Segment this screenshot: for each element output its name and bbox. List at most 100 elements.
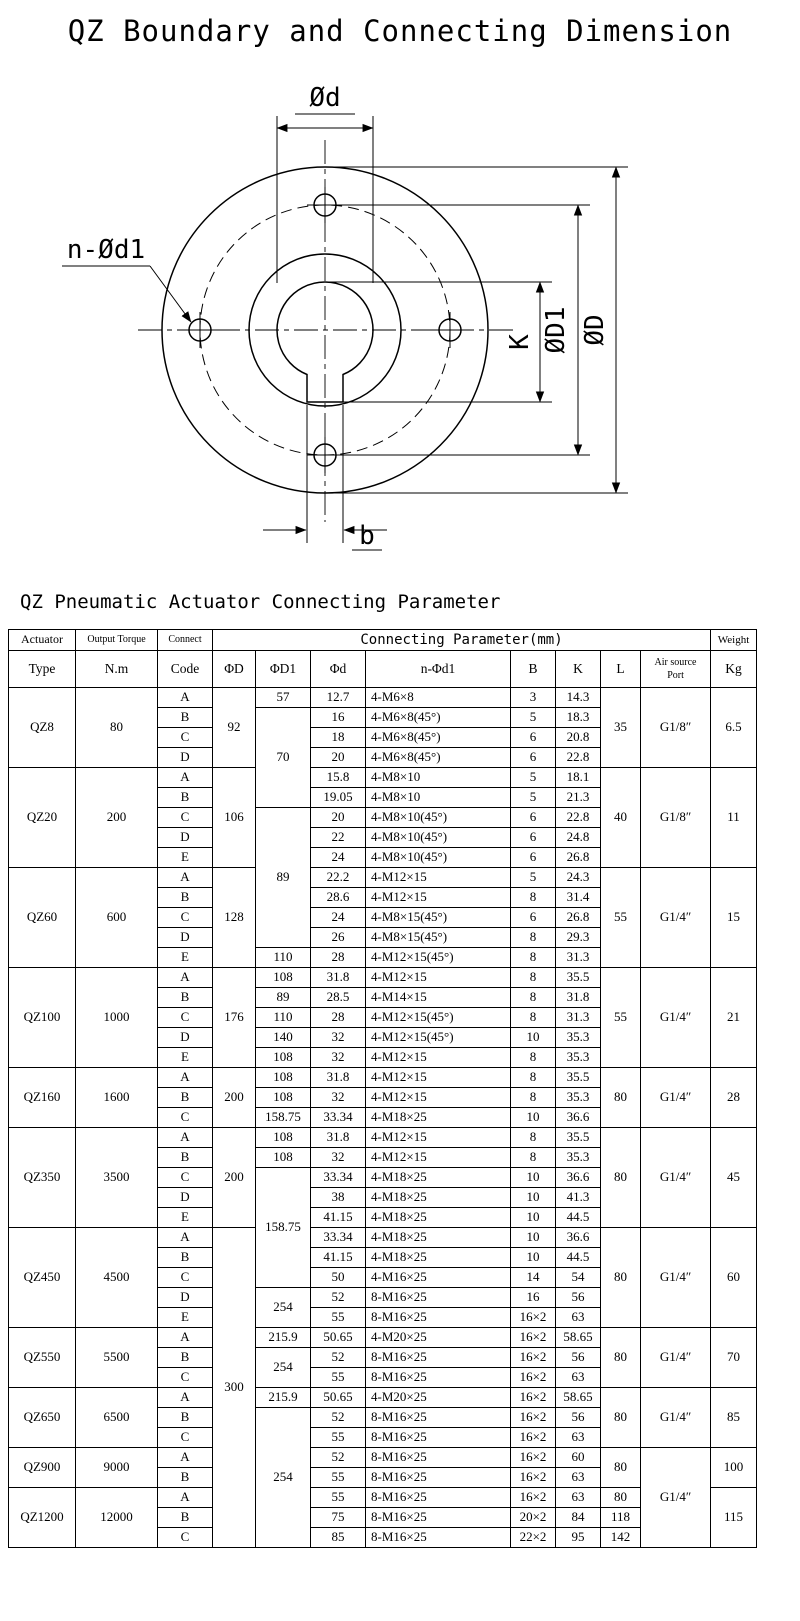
- table-cell: 28.5: [310, 987, 366, 1008]
- table-cell: 4500: [75, 1227, 158, 1328]
- table-cell: 35.5: [555, 1067, 601, 1088]
- table-cell: 4-M18×25: [365, 1107, 511, 1128]
- table-cell: 4-M6×8(45°): [365, 727, 511, 748]
- table-cell: 8: [510, 927, 556, 948]
- table-cell: 32: [310, 1047, 366, 1068]
- table-cell: 24: [310, 907, 366, 928]
- table-cell: QZ20: [8, 767, 76, 868]
- header-connecting-parameter: Connecting Parameter(mm): [211, 629, 712, 651]
- table-cell: B: [157, 707, 213, 728]
- table-cell: 4-M6×8(45°): [365, 707, 511, 728]
- table-cell: 8: [510, 967, 556, 988]
- table-cell: 31.8: [310, 1067, 366, 1088]
- table-cell: B: [157, 1407, 213, 1428]
- table-cell: C: [157, 1367, 213, 1388]
- table-cell: 5: [510, 767, 556, 788]
- table-cell: 80: [75, 687, 158, 768]
- table-cell: C: [157, 807, 213, 828]
- table-cell: 22×2: [510, 1527, 556, 1548]
- table-cell: 80: [600, 1487, 641, 1508]
- table-cell: B: [157, 787, 213, 808]
- section-title: QZ Pneumatic Actuator Connecting Paramet…: [20, 591, 501, 613]
- table-cell: QZ160: [8, 1067, 76, 1128]
- header-actuator: Actuator: [8, 629, 76, 651]
- table-cell: B: [157, 887, 213, 908]
- table-cell: 85: [710, 1387, 758, 1448]
- table-cell: A: [157, 1227, 213, 1248]
- table-cell: 63: [555, 1307, 601, 1328]
- table-cell: 12.7: [310, 687, 366, 708]
- table-cell: 32: [310, 1027, 366, 1048]
- table-cell: 52: [310, 1347, 366, 1368]
- table-cell: 63: [555, 1427, 601, 1448]
- table-cell: 215.9: [255, 1327, 311, 1348]
- table-cell: 176: [212, 967, 256, 1068]
- header-phi-d-lower: Φd: [310, 650, 366, 688]
- table-cell: 200: [212, 1127, 256, 1228]
- table-cell: 108: [255, 1087, 311, 1108]
- table-cell: 108: [255, 1127, 311, 1148]
- bore-with-keyway: [276, 281, 374, 403]
- table-cell: A: [157, 767, 213, 788]
- table-cell: 8-M16×25: [365, 1507, 511, 1528]
- table-cell: C: [157, 1267, 213, 1288]
- table-cell: A: [157, 1327, 213, 1348]
- table-cell: D: [157, 827, 213, 848]
- dim-outer-diameter: [325, 166, 628, 494]
- table-cell: 11: [710, 767, 758, 868]
- table-cell: 63: [555, 1487, 601, 1508]
- table-cell: 4-M18×25: [365, 1207, 511, 1228]
- dim-bolt-hole-callout: [62, 265, 192, 323]
- table-cell: 57: [255, 687, 311, 708]
- dim-label-bolt-holes: n-Ød1: [67, 235, 145, 265]
- table-cell: 50: [310, 1267, 366, 1288]
- dim-label-d: ØD: [580, 314, 610, 345]
- table-cell: 4-M16×25: [365, 1267, 511, 1288]
- header-n-phi-d1: n-Φd1: [365, 650, 511, 688]
- table-cell: QZ450: [8, 1227, 76, 1328]
- table-cell: 52: [310, 1407, 366, 1428]
- table-cell: E: [157, 1207, 213, 1228]
- table-cell: 18: [310, 727, 366, 748]
- table-cell: QZ900: [8, 1447, 76, 1488]
- table-cell: 95: [555, 1527, 601, 1548]
- table-cell: 200: [212, 1067, 256, 1128]
- table-cell: 16×2: [510, 1407, 556, 1428]
- table-cell: 4-M12×15: [365, 967, 511, 988]
- table-cell: 22.8: [555, 747, 601, 768]
- table-cell: 110: [255, 947, 311, 968]
- table-cell: 108: [255, 1147, 311, 1168]
- table-cell: 4-M8×10(45°): [365, 827, 511, 848]
- table-cell: 8: [510, 1007, 556, 1028]
- table-cell: 8-M16×25: [365, 1347, 511, 1368]
- table-cell: 108: [255, 967, 311, 988]
- table-cell: 10: [510, 1167, 556, 1188]
- table-cell: 55: [310, 1307, 366, 1328]
- table-cell: 10: [510, 1227, 556, 1248]
- table-cell: 36.6: [555, 1107, 601, 1128]
- table-cell: 26.8: [555, 847, 601, 868]
- table-cell: 8-M16×25: [365, 1407, 511, 1428]
- table-cell: 18.3: [555, 707, 601, 728]
- table-cell: 31.3: [555, 947, 601, 968]
- table-cell: 16×2: [510, 1487, 556, 1508]
- header-air-source-line2: Port: [667, 670, 684, 681]
- table-cell: 4-M12×15: [365, 1047, 511, 1068]
- table-cell: 55: [600, 867, 641, 968]
- table-cell: G1/8″: [639, 687, 712, 768]
- table-cell: G1/8″: [639, 767, 712, 868]
- table-cell: 4-M12×15: [365, 867, 511, 888]
- table-cell: 33.34: [310, 1227, 366, 1248]
- table-cell: 16: [310, 707, 366, 728]
- table-cell: 58.65: [555, 1387, 601, 1408]
- table-cell: 1600: [75, 1067, 158, 1128]
- table-cell: 115: [710, 1487, 758, 1548]
- table-cell: 4-M12×15: [365, 1127, 511, 1148]
- table-cell: 29.3: [555, 927, 601, 948]
- boss-circle: [248, 253, 402, 407]
